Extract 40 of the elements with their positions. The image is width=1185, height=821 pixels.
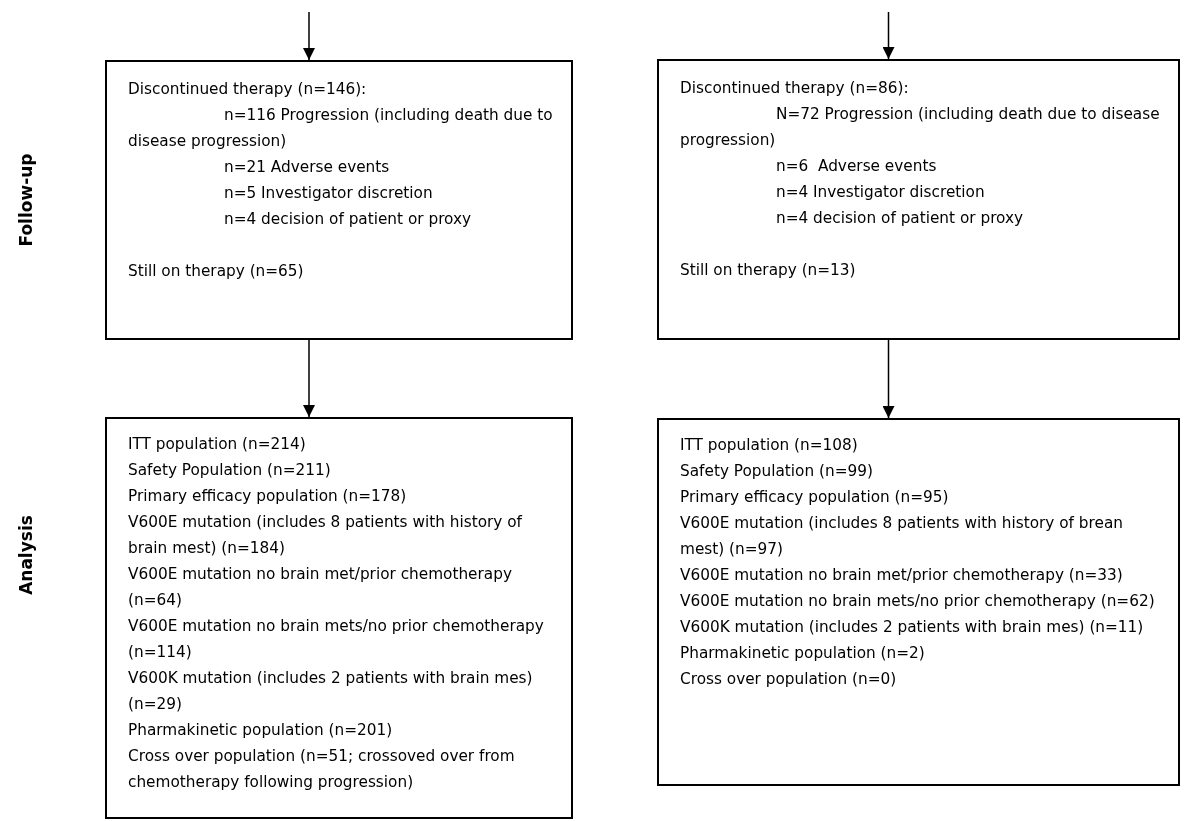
box-text: Still on therapy (n=13) bbox=[680, 260, 857, 281]
box-text: n=4 Investigator discretion bbox=[775, 182, 986, 203]
box-text: V600E mutation no brain met/prior chemotherapy (n=33) bbox=[680, 565, 1124, 586]
box-text: Safety Population (n=211) bbox=[128, 460, 332, 481]
box-text: Cross over population (n=51; crossoved over from chemotherapy following progression) bbox=[128, 746, 516, 793]
arrow bbox=[882, 11, 895, 60]
box-text: Pharmakinetic population (n=201) bbox=[128, 720, 394, 741]
box-text: V600E mutation (includes 8 patients with history of brain mest) (n=184) bbox=[128, 512, 524, 559]
box-text: Discontinued therapy (n=146): bbox=[128, 79, 368, 100]
box-text: n=4 decision of patient or proxy bbox=[223, 209, 473, 230]
process-box bbox=[657, 59, 1180, 340]
box-text: n=6 Adverse events bbox=[775, 156, 938, 177]
box-text: V600E mutation no brain mets/no prior chemotherapy (n=114) bbox=[128, 616, 545, 663]
process-box bbox=[105, 60, 573, 340]
box-text: Discontinued therapy (n=86): bbox=[680, 78, 910, 99]
box-text: Cross over population (n=0) bbox=[680, 669, 898, 690]
process-box bbox=[657, 418, 1180, 786]
box-text: ITT population (n=108) bbox=[680, 435, 859, 456]
box-text: n=116 Progression (including death due to disease progression) bbox=[128, 105, 554, 152]
stage-label: Analysis bbox=[16, 515, 36, 595]
box-text: n=4 decision of patient or proxy bbox=[775, 208, 1025, 229]
box-text: ITT population (n=214) bbox=[128, 434, 307, 455]
box-text: Primary efficacy population (n=95) bbox=[680, 487, 950, 508]
box-text: V600K mutation (includes 2 patients with brain mes) (n=11) bbox=[680, 617, 1145, 638]
box-text: V600K mutation (includes 2 patients with brain mes) (n=29) bbox=[128, 668, 534, 715]
box-text: Still on therapy (n=65) bbox=[128, 261, 305, 282]
box-text: V600E mutation no brain mets/no prior chemotherapy (n=62) bbox=[680, 591, 1156, 612]
box-text: n=5 Investigator discretion bbox=[223, 183, 434, 204]
arrow bbox=[882, 339, 895, 419]
stage-label: Follow-up bbox=[16, 153, 36, 247]
process-box bbox=[105, 417, 573, 819]
box-text: Safety Population (n=99) bbox=[680, 461, 874, 482]
box-text: Pharmakinetic population (n=2) bbox=[680, 643, 926, 664]
box-text: Primary efficacy population (n=178) bbox=[128, 486, 408, 507]
box-text: N=72 Progression (including death due to disease progression) bbox=[680, 104, 1161, 151]
box-text: V600E mutation (includes 8 patients with history of brean mest) (n=97) bbox=[680, 513, 1124, 560]
box-text: V600E mutation no brain met/prior chemotherapy (n=64) bbox=[128, 564, 513, 611]
arrow bbox=[303, 339, 315, 418]
arrow bbox=[303, 11, 315, 61]
box-text: n=21 Adverse events bbox=[223, 157, 391, 178]
